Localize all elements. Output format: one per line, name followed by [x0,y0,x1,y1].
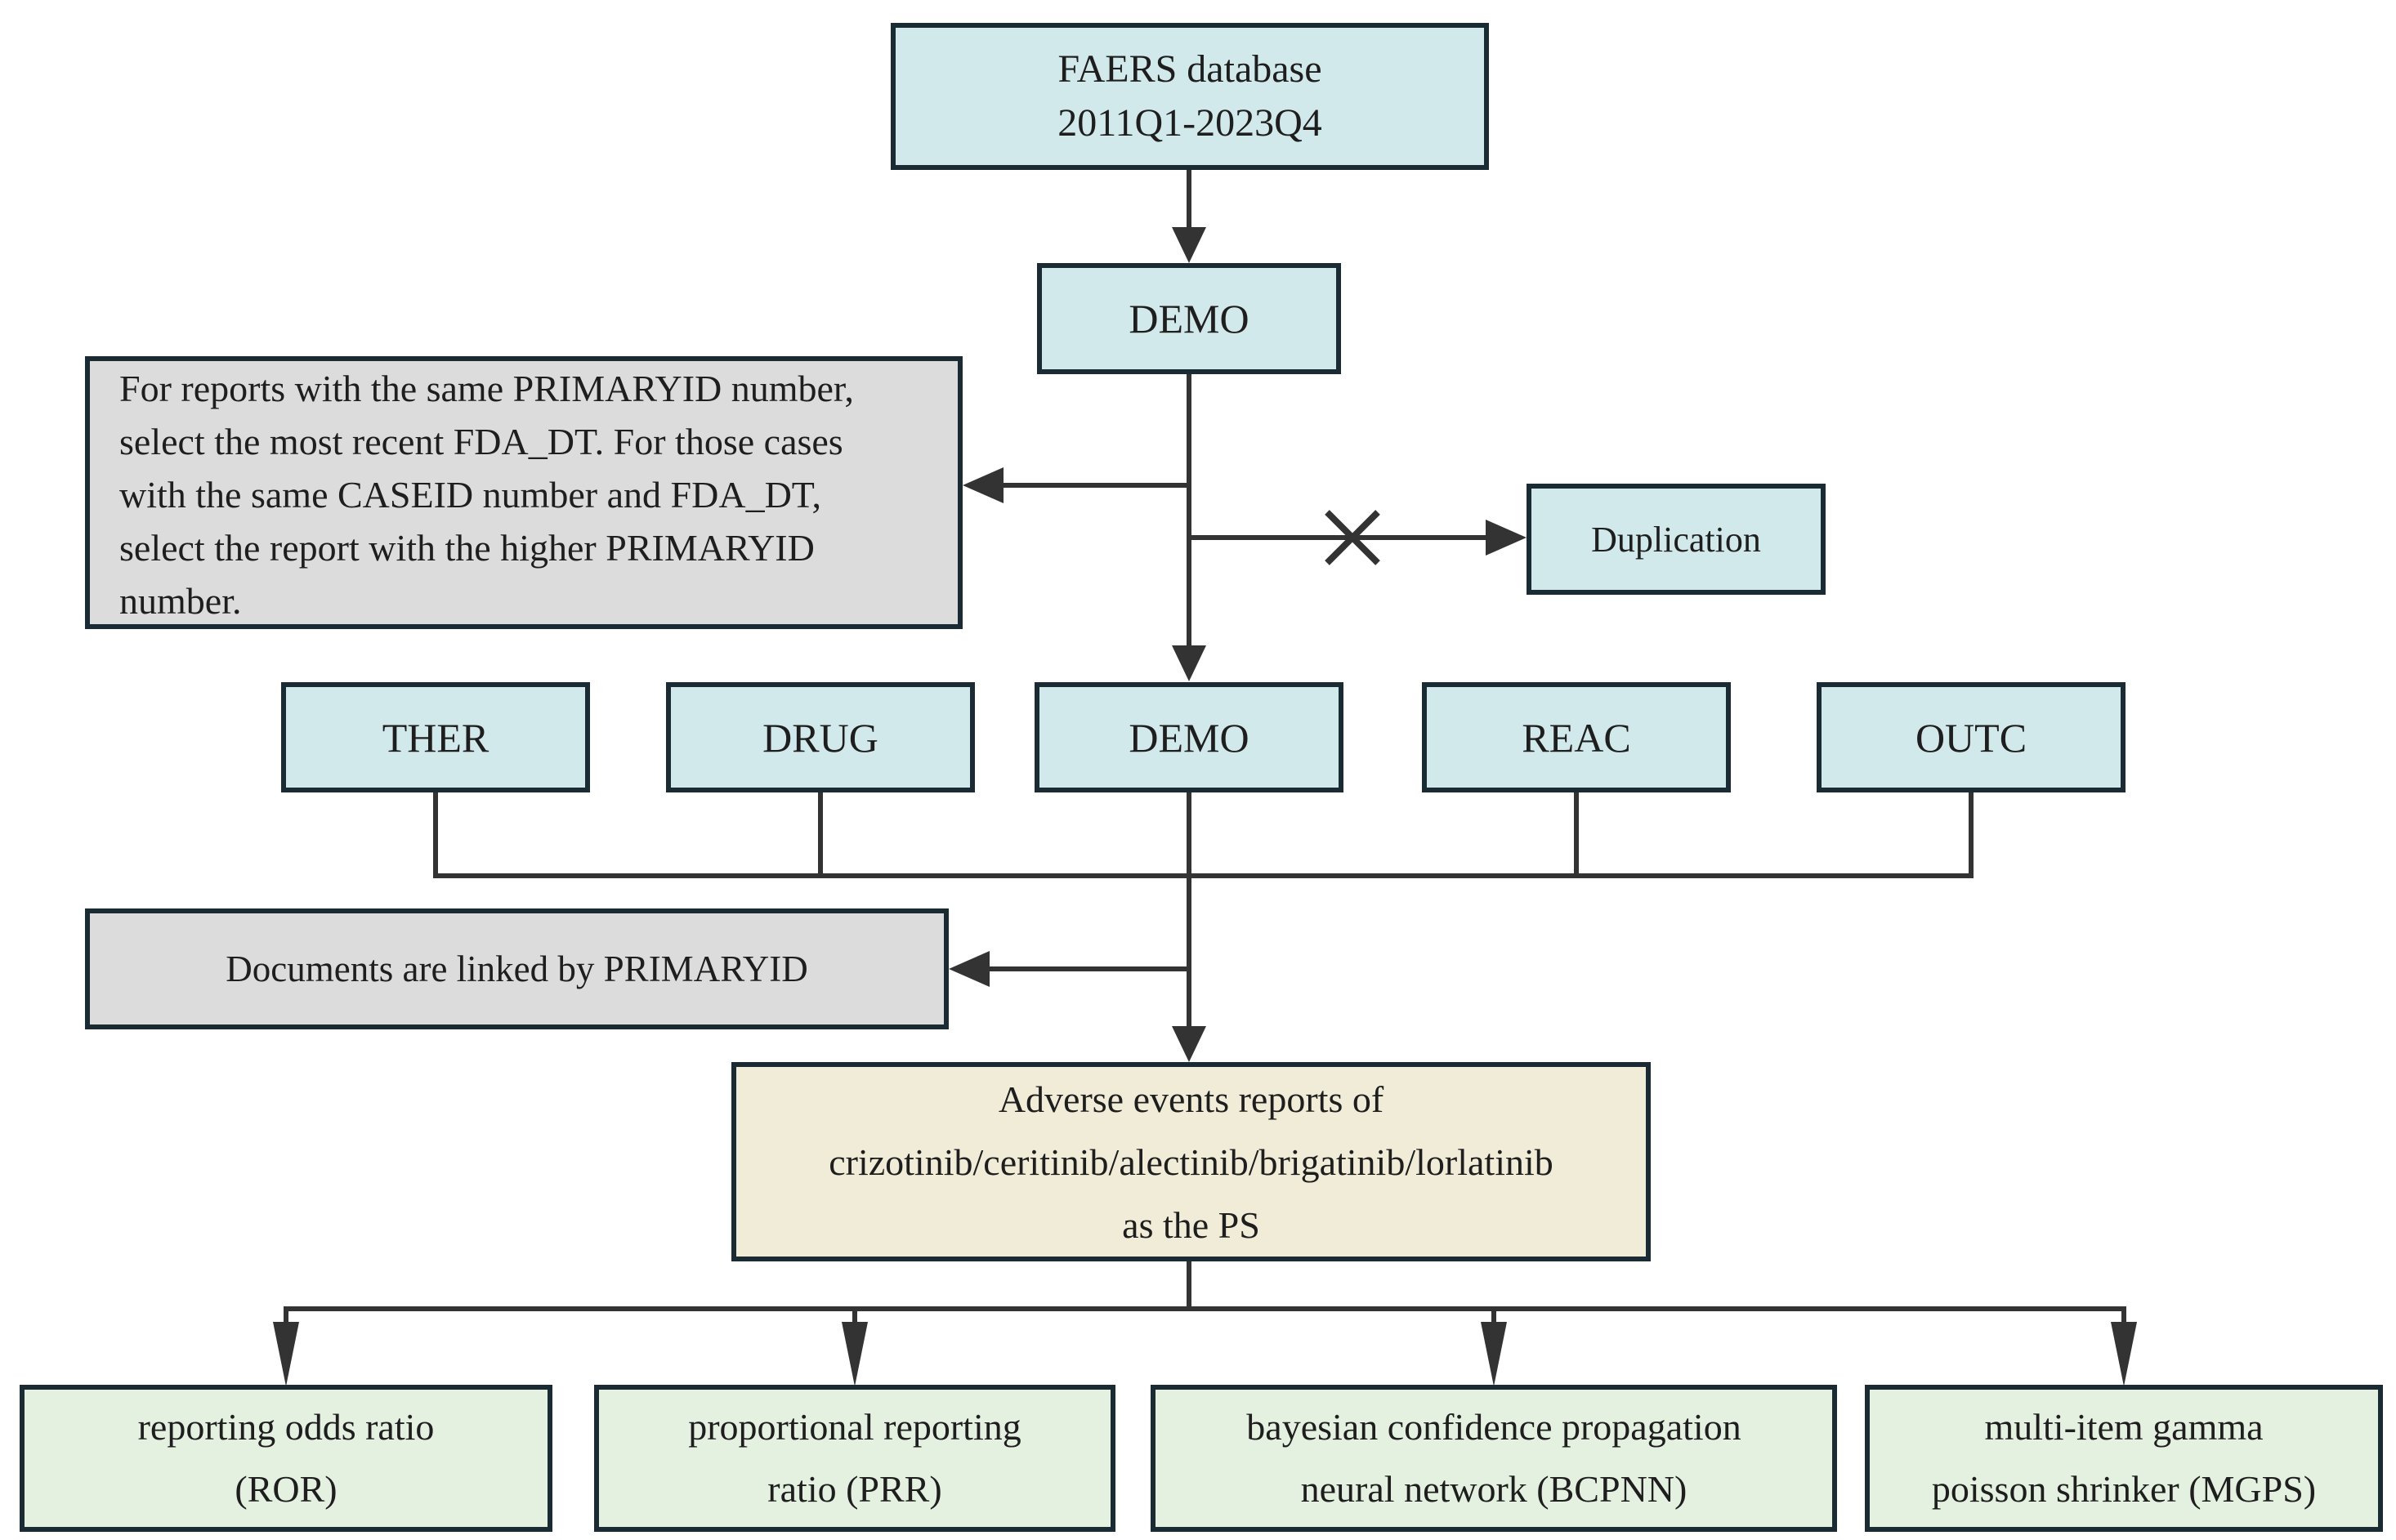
reac-label: REAC [1522,714,1631,761]
dedup-rule-note: For reports with the same PRIMARYID numb… [85,356,963,629]
mgps-line2: poisson shrinker (MGPS) [1931,1468,2317,1510]
arrow-to-duplication [1189,520,1527,556]
table-merge-connector [433,792,1974,878]
outc-table-box: OUTC [1817,682,2126,792]
duplication-label: Duplication [1591,519,1761,560]
dedup-rule-line5: number. [119,579,242,622]
ror-line2: (ROR) [235,1468,337,1510]
dedup-rule-line2: select the most recent FDA_DT. For those… [119,420,843,462]
ps-reports-line3: as the PS [1122,1203,1260,1246]
linking-note-box: Documents are linked by PRIMARYID [85,908,949,1029]
ps-reports-line1: Adverse events reports of [998,1078,1384,1120]
ps-reports-box: Adverse events reports of crizotinib/cer… [731,1062,1651,1261]
drug-label: DRUG [762,714,878,761]
ther-label: THER [382,714,489,761]
prr-line1: proportional reporting [688,1406,1021,1448]
prr-method-box: proportional reporting ratio (PRR) [594,1385,1115,1532]
demo-table-box-middle: DEMO [1035,682,1343,792]
arrow-demo-to-demo [1172,374,1206,681]
duplication-box: Duplication [1527,484,1826,595]
dedup-rule-line4: select the report with the higher PRIMAR… [119,526,815,569]
demo-top-label: DEMO [1129,296,1249,341]
bcpnn-method-box: bayesian confidence propagation neural n… [1151,1385,1837,1532]
arrow-to-linking-note [949,951,1189,987]
dedup-rule-line3: with the same CASEID number and FDA_DT, [119,473,821,516]
ther-table-box: THER [281,682,590,792]
drug-table-box: DRUG [666,682,975,792]
arrow-to-dedup-rule [963,467,1189,503]
mgps-line1: multi-item gamma [1984,1406,2264,1448]
bcpnn-line1: bayesian confidence propagation [1246,1406,1741,1448]
demo-mid-label: DEMO [1129,714,1249,761]
prr-line2: ratio (PRR) [767,1468,942,1510]
mgps-method-box: multi-item gamma poisson shrinker (MGPS) [1865,1385,2383,1532]
ror-method-box: reporting odds ratio (ROR) [20,1385,552,1532]
faers-database-line1: FAERS database [1057,47,1322,91]
demo-table-box-top: DEMO [1037,263,1341,374]
bcpnn-line2: neural network (BCPNN) [1300,1468,1687,1510]
arrow-faers-to-demo [1172,170,1206,263]
methods-branch-connector [273,1261,2137,1386]
faers-database-line2: 2011Q1-2023Q4 [1057,101,1322,145]
outc-label: OUTC [1915,714,2027,761]
dedup-rule-line1: For reports with the same PRIMARYID numb… [119,367,854,409]
reac-table-box: REAC [1422,682,1731,792]
x-mark-icon [1325,510,1380,565]
faers-database-box: FAERS database 2011Q1-2023Q4 [891,23,1489,170]
ps-reports-line2: crizotinib/ceritinib/alectinib/brigatini… [829,1140,1553,1183]
linking-note-text: Documents are linked by PRIMARYID [226,949,808,989]
arrow-to-ps-reports [1172,792,1206,1062]
ror-line1: reporting odds ratio [137,1406,435,1448]
